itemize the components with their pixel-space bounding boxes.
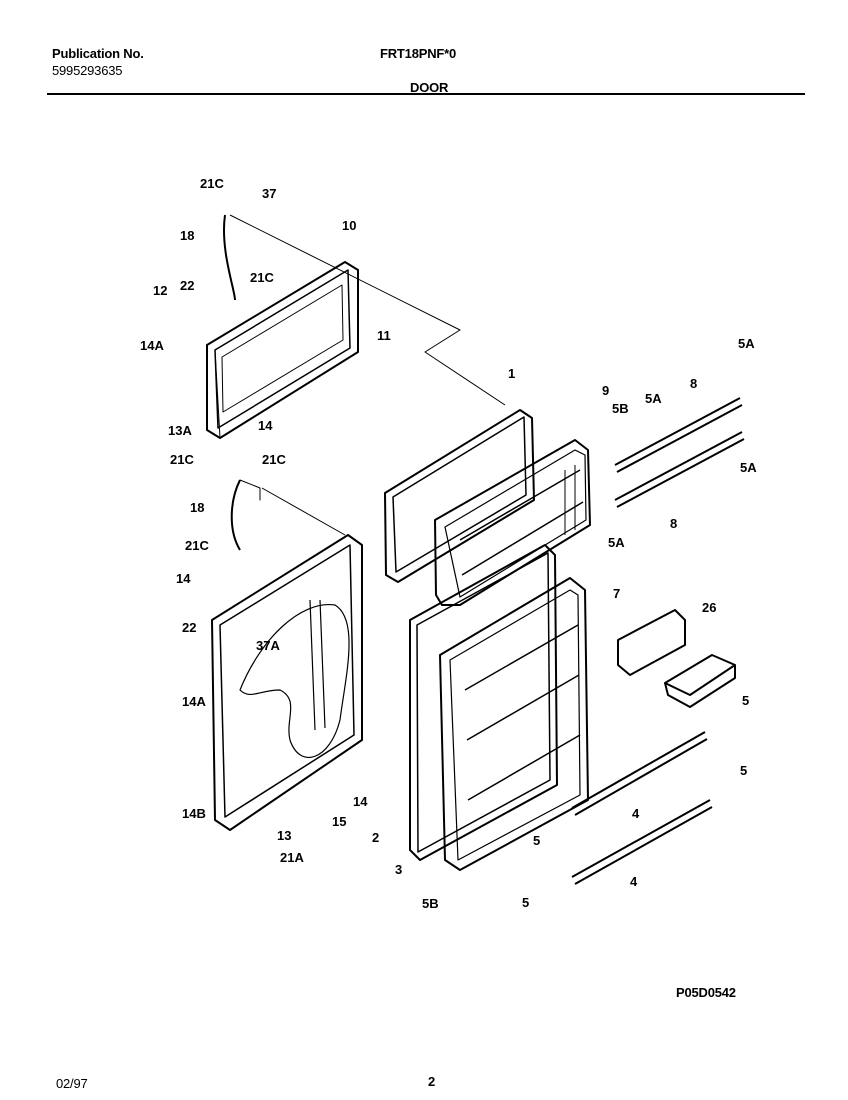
callout: 1 (508, 366, 515, 381)
model-number: FRT18PNF*0 (380, 46, 457, 61)
leader-lines (229, 214, 506, 536)
callout: 22 (180, 278, 194, 293)
callout: 21C (185, 538, 209, 553)
callout: 3 (395, 862, 402, 877)
callout: 8 (690, 376, 697, 391)
callout: 5A (645, 391, 662, 406)
callout: 13 (277, 828, 291, 843)
butter-bin-26 (664, 654, 736, 708)
callout: 4 (630, 874, 638, 889)
door-bar-4 (571, 731, 713, 885)
fresh-food-gasket (409, 544, 558, 861)
callout: 21C (200, 176, 224, 191)
callout: 15 (332, 814, 346, 829)
callout: 14 (258, 418, 273, 433)
hinge-cable-18-top (223, 214, 236, 301)
callout: 21C (262, 452, 286, 467)
dairy-door-7 (617, 609, 686, 676)
diagram-code: P05D0542 (676, 985, 736, 1000)
fresh-food-door-liner (439, 577, 589, 871)
callout: 26 (702, 600, 716, 615)
callout: 14 (353, 794, 368, 809)
callout: 5 (740, 763, 747, 778)
callout: 22 (182, 620, 196, 635)
callout: 14 (176, 571, 191, 586)
callout: 5 (522, 895, 529, 910)
callout: 37 (262, 186, 276, 201)
callout: 5 (742, 693, 749, 708)
hinge-cable-18-bottom (230, 479, 241, 551)
callout: 18 (180, 228, 194, 243)
callout: 37A (256, 638, 280, 653)
publication-number: 5995293635 (52, 63, 123, 78)
callout: 11 (377, 328, 391, 343)
callout: 21A (280, 850, 304, 865)
freezer-door-liner (434, 439, 591, 606)
door-bar-8 (614, 397, 745, 508)
callout: 5A (608, 535, 625, 550)
callout: 5B (422, 896, 439, 911)
callout: 14A (182, 694, 206, 709)
callout: 10 (342, 218, 356, 233)
callout: 5 (533, 833, 540, 848)
callout: 9 (602, 383, 609, 398)
page-number: 2 (428, 1074, 436, 1089)
section-title: DOOR (410, 80, 449, 95)
freezer-gasket (384, 409, 535, 583)
callout: 18 (190, 500, 204, 515)
callout: 12 (153, 283, 167, 298)
callout: 5A (738, 336, 755, 351)
header-rule (47, 93, 805, 95)
callout: 14A (140, 338, 164, 353)
callout: 21C (170, 452, 194, 467)
callout: 4 (632, 806, 640, 821)
callout: 8 (670, 516, 677, 531)
freezer-door-frame (206, 261, 359, 439)
footer-date: 02/97 (56, 1076, 88, 1091)
callout: 5A (740, 460, 757, 475)
fresh-food-door-frame (211, 534, 363, 831)
publication-label: Publication No. (52, 46, 144, 61)
callout: 14B (182, 806, 206, 821)
callout: 7 (613, 586, 620, 601)
callout: 5B (612, 401, 629, 416)
callout: 21C (250, 270, 274, 285)
callout: 13A (168, 423, 192, 438)
callout: 2 (372, 830, 379, 845)
